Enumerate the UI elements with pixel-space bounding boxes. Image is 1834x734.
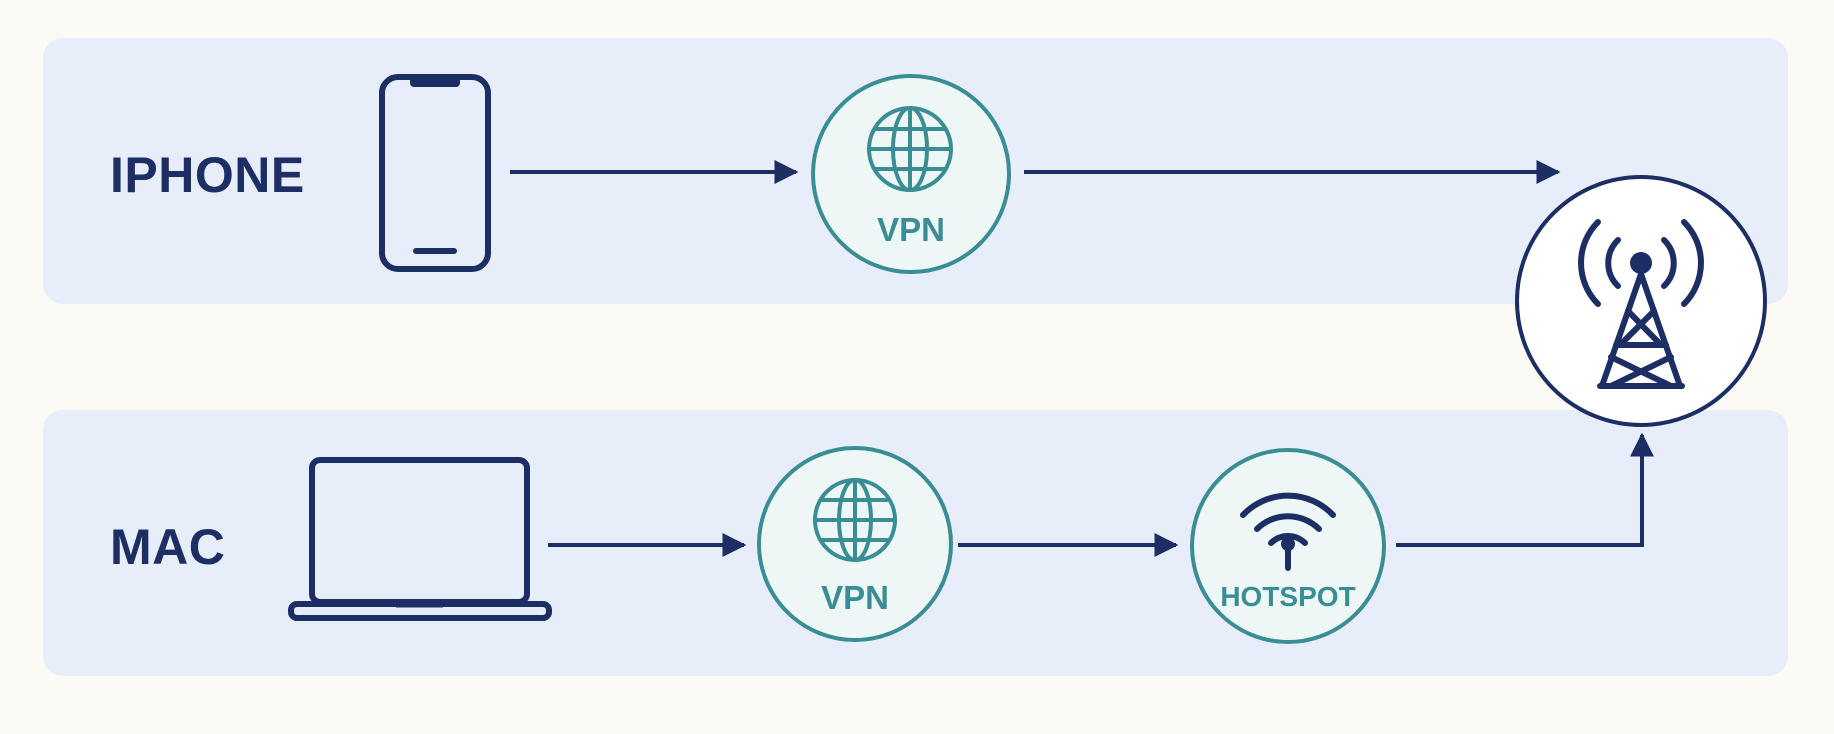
laptop-icon (288, 457, 552, 621)
arrow-hotspot-to-tower (1396, 432, 1654, 547)
mac-vpn-label: VPN (821, 579, 889, 616)
cell-tower-icon (1578, 219, 1704, 389)
tower-node (1515, 175, 1767, 427)
mac-hotspot-node: HOTSPOT (1190, 448, 1386, 644)
globe-icon (867, 106, 953, 192)
globe-icon (813, 478, 897, 562)
wifi-icon (1240, 492, 1336, 571)
iphone-vpn-label: VPN (877, 211, 945, 248)
mac-label: MAC (110, 519, 226, 575)
smartphone-icon (379, 74, 491, 272)
mac-hotspot-label: HOTSPOT (1220, 581, 1355, 612)
mac-vpn-node: VPN (757, 446, 953, 642)
iphone-label: IPHONE (110, 147, 305, 203)
iphone-vpn-node: VPN (811, 74, 1011, 274)
